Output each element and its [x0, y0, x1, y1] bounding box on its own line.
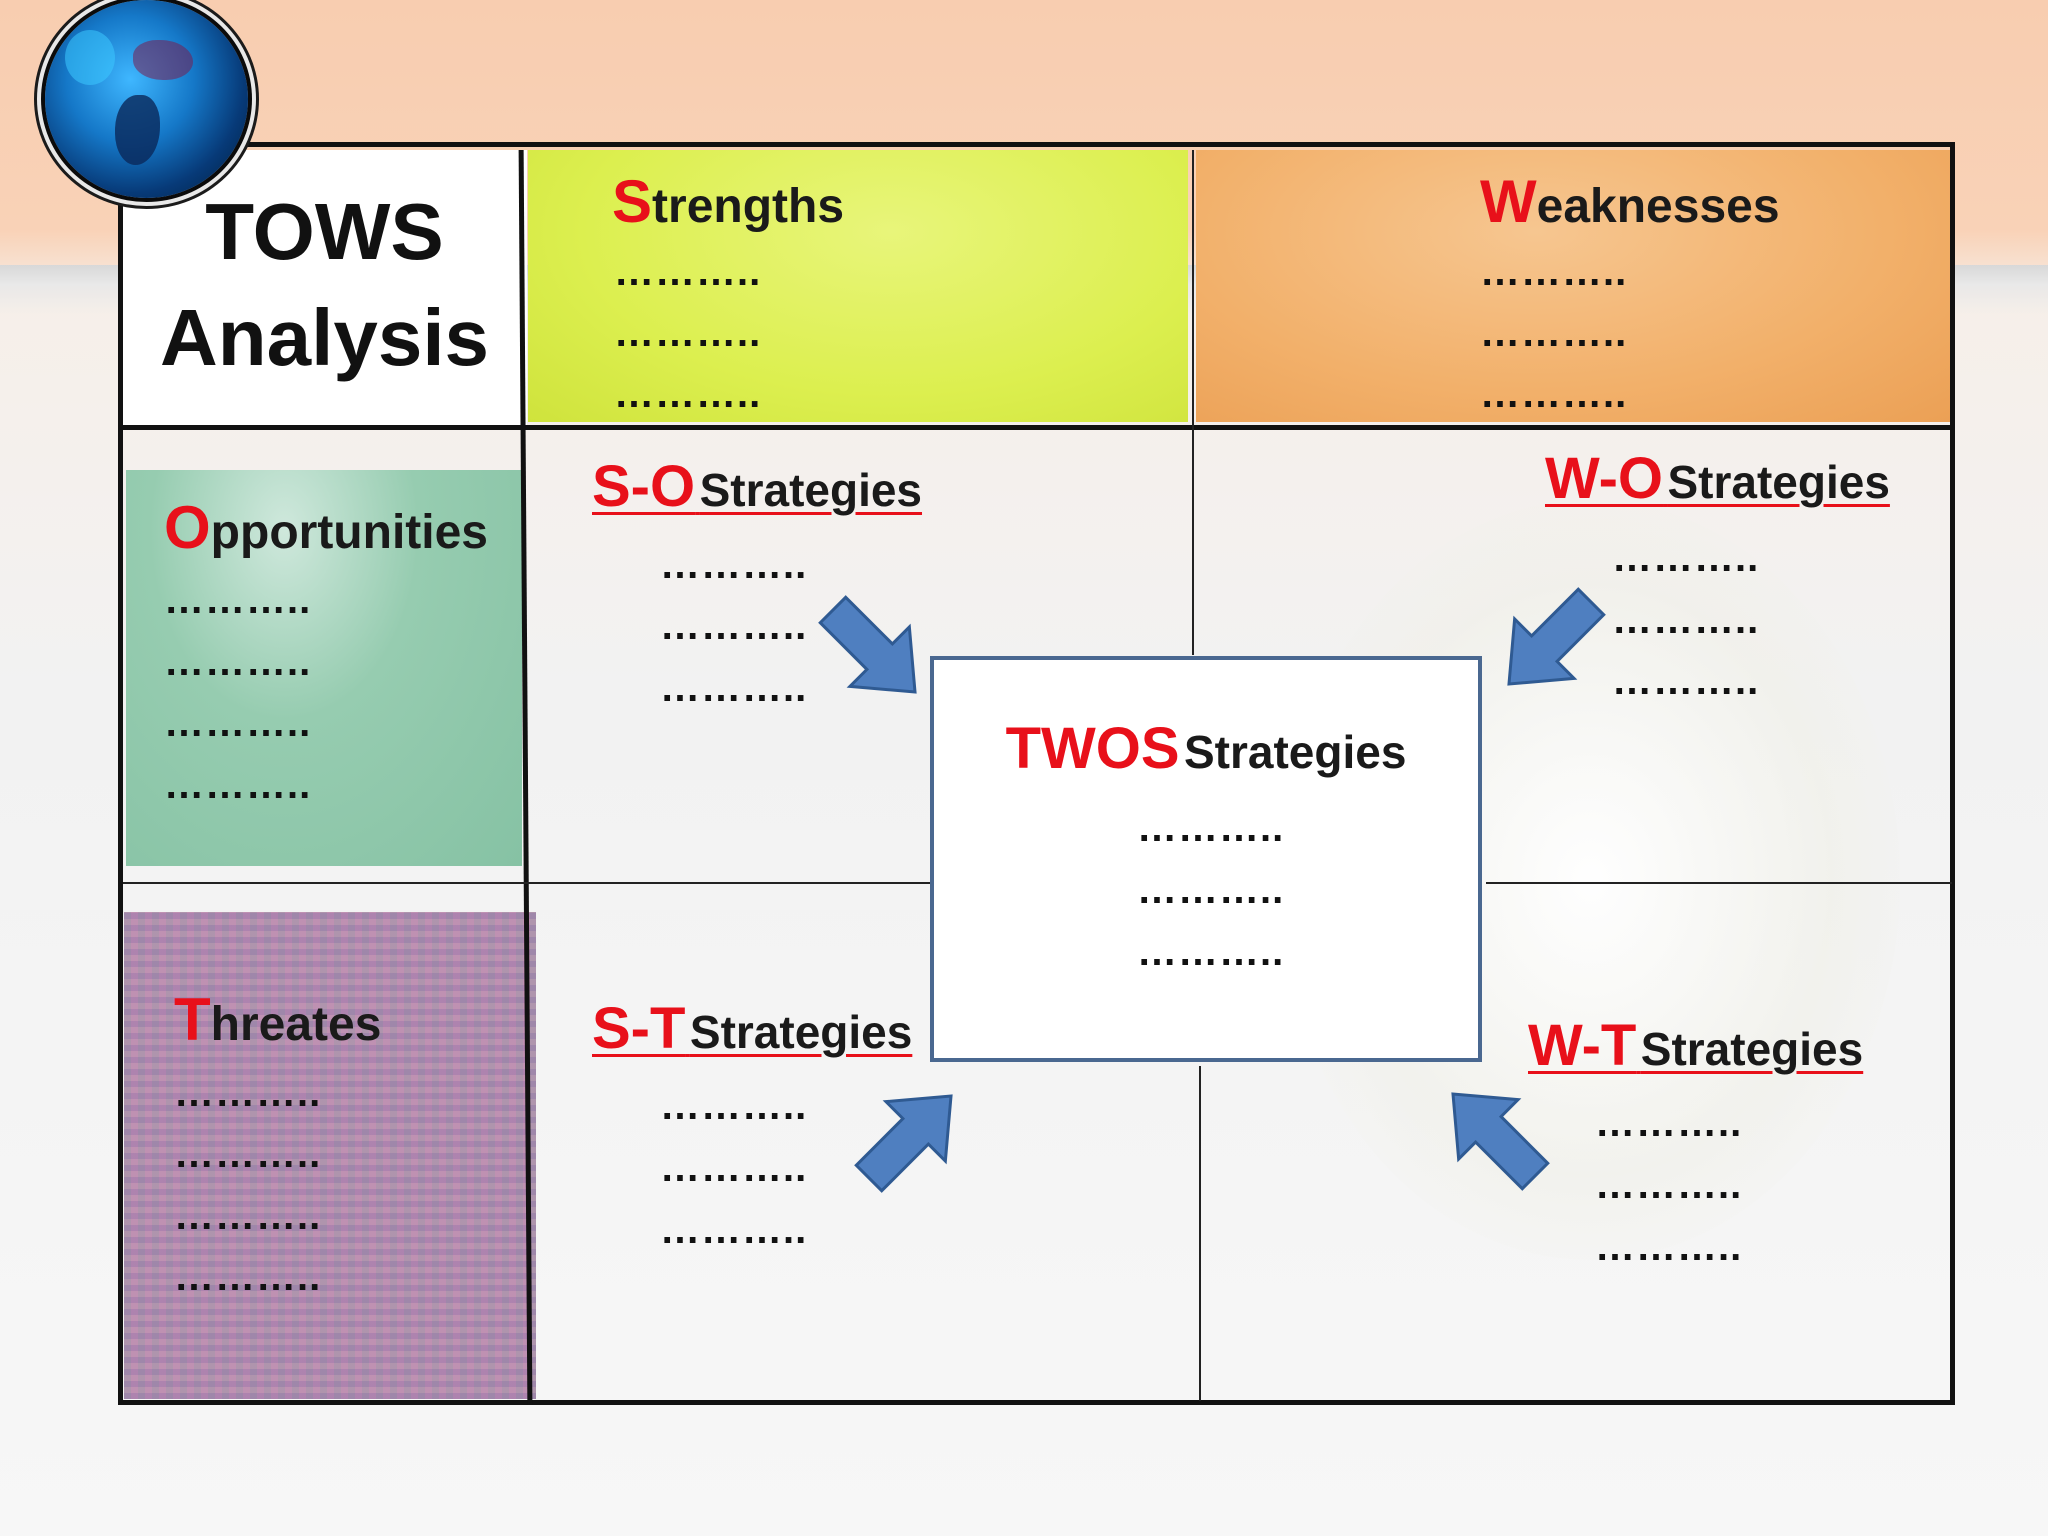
strengths-cell: [528, 150, 1188, 422]
opportunities-item-3: ………..: [164, 701, 312, 745]
weaknesses-item-1: ………..: [1480, 250, 1628, 294]
title-line-2: Analysis: [159, 293, 490, 382]
twos-item-3: ………..: [1137, 930, 1285, 974]
grid-row-divider-1: [118, 425, 1955, 430]
threats-cell: [124, 912, 536, 1399]
arrow-up-right-icon: [854, 1094, 953, 1193]
opportunities-item-2: ………..: [164, 640, 312, 684]
wt-strategies-heading: W-T Strategies: [1528, 1013, 1864, 1078]
weaknesses-heading: Weaknesses: [1480, 168, 1780, 235]
twos-strategies-heading: TWOS Strategies: [1005, 716, 1407, 781]
weaknesses-cell: [1196, 150, 1950, 422]
weaknesses-item-2: ………..: [1480, 311, 1628, 355]
globe-icon: [45, 0, 248, 198]
so-item-3: ………..: [660, 666, 808, 710]
wo-item-2: ………..: [1612, 598, 1760, 642]
twos-item-2: ………..: [1137, 868, 1285, 912]
st-item-3: ………..: [660, 1208, 808, 1252]
so-strategies-heading: S-O Strategies: [592, 454, 923, 519]
title-cell: TOWS Analysis: [122, 150, 527, 427]
arrow-up-left-icon: [1451, 1092, 1550, 1191]
wo-strategies-heading: W-O Strategies: [1545, 446, 1890, 511]
wo-item-3: ………..: [1612, 659, 1760, 703]
grid-left-border: [118, 142, 123, 1405]
twos-item-1: ………..: [1137, 806, 1285, 850]
grid-right-border: [1950, 142, 1955, 1405]
strengths-heading: Strengths: [612, 168, 845, 235]
arrow-down-left-icon: [1507, 587, 1606, 686]
threats-item-1: ………..: [174, 1071, 322, 1115]
grid-row-divider-2-left: [123, 882, 931, 884]
st-strategies-heading: S-T Strategies: [592, 996, 913, 1061]
threats-item-2: ………..: [174, 1132, 322, 1176]
wt-item-1: ………..: [1595, 1101, 1743, 1145]
st-item-2: ………..: [660, 1146, 808, 1190]
weaknesses-item-3: ………..: [1480, 372, 1628, 416]
opportunities-heading: Opportunities: [164, 494, 488, 561]
opportunities-item-1: ………..: [164, 578, 312, 622]
strengths-item-3: ………..: [614, 372, 762, 416]
grid-bottom-border: [118, 1400, 1955, 1405]
grid-col-divider-2-top: [1192, 150, 1194, 655]
wt-item-2: ………..: [1595, 1163, 1743, 1207]
title-line-1: TOWS: [205, 187, 444, 276]
arrow-down-right-icon: [818, 595, 917, 694]
st-item-1: ………..: [660, 1084, 808, 1128]
strengths-item-2: ………..: [614, 311, 762, 355]
wt-item-3: ………..: [1595, 1225, 1743, 1269]
strengths-item-1: ………..: [614, 250, 762, 294]
threats-item-3: ………..: [174, 1194, 322, 1238]
threats-heading: Threates: [174, 986, 382, 1053]
grid-top-border: [118, 142, 1955, 147]
opportunities-item-4: ………..: [164, 763, 312, 807]
so-item-2: ………..: [660, 604, 808, 648]
wo-item-1: ………..: [1612, 536, 1760, 580]
grid-row-divider-2-right: [1486, 882, 1952, 884]
grid-col-divider-2-bottom: [1199, 1066, 1201, 1401]
twos-strategies-box: TWOS Strategies ……….. ……….. ………..: [930, 656, 1482, 1062]
threats-item-4: ………..: [174, 1255, 322, 1299]
opportunities-cell: [126, 470, 522, 866]
so-item-1: ………..: [660, 543, 808, 587]
